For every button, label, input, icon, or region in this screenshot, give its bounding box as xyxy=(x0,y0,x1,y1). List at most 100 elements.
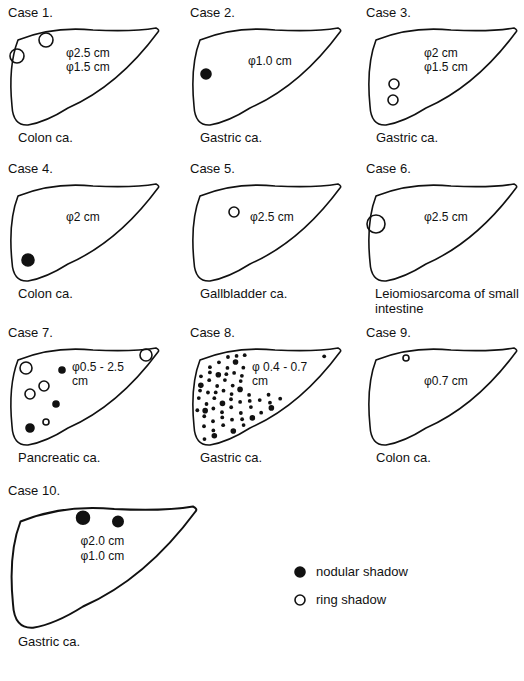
diagnosis-label: Gallbladder ca. xyxy=(200,286,287,301)
ring-shadow xyxy=(389,79,399,89)
nodular-shadow xyxy=(237,387,243,393)
nodular-shadow xyxy=(239,411,243,415)
ring-shadow xyxy=(10,49,24,63)
nodular-shadow xyxy=(206,391,210,395)
nodular-shadow xyxy=(211,419,215,423)
nodular-shadow xyxy=(220,401,226,407)
ring-shadow xyxy=(140,349,152,361)
ring-shadow xyxy=(229,207,239,217)
nodular-shadow xyxy=(231,384,235,388)
nodular-shadow xyxy=(233,359,239,365)
nodular-shadow xyxy=(59,367,65,373)
nodular-shadow xyxy=(267,393,271,397)
size-label: φ0.7 cm xyxy=(424,374,468,388)
legend-symbol xyxy=(295,567,305,577)
diagnosis-label: Colon ca. xyxy=(18,286,73,301)
case-label: Case 1. xyxy=(8,5,53,20)
nodular-shadow xyxy=(77,512,90,525)
diagnosis-label: Gastric ca. xyxy=(200,130,262,145)
legend-text: nodular shadow xyxy=(316,564,408,579)
case-label: Case 9. xyxy=(366,325,411,340)
case-label: Case 10. xyxy=(8,483,60,498)
size-label: φ2.0 cm xyxy=(81,534,125,548)
liver-outline xyxy=(193,184,341,281)
liver-panel xyxy=(193,348,341,445)
nodular-shadow xyxy=(215,384,219,388)
nodular-shadow xyxy=(322,354,326,358)
nodular-shadow xyxy=(208,370,212,374)
nodular-shadow xyxy=(202,408,208,414)
nodular-shadow xyxy=(202,424,206,428)
nodular-shadow xyxy=(22,254,34,266)
size-label: φ2.5 cm xyxy=(250,210,294,224)
diagnosis-label: Gastric ca. xyxy=(18,634,80,649)
size-label: φ1.0 cm xyxy=(81,549,125,563)
nodular-shadow xyxy=(211,407,215,411)
nodular-shadow xyxy=(243,353,247,357)
ring-shadow xyxy=(25,389,35,399)
ring-shadow xyxy=(39,33,53,47)
nodular-shadow xyxy=(195,408,199,412)
diagnosis-label: Colon ca. xyxy=(18,130,73,145)
liver-panel xyxy=(367,184,517,281)
case-label: Case 4. xyxy=(8,161,53,176)
liver-outline xyxy=(12,507,197,628)
nodular-shadow xyxy=(249,405,253,409)
nodular-shadow xyxy=(201,69,211,79)
liver-panel xyxy=(369,28,517,125)
ring-shadow xyxy=(39,381,49,391)
nodular-shadow xyxy=(211,428,215,432)
nodular-shadow xyxy=(259,411,263,415)
legend-symbol xyxy=(295,595,305,605)
liver-panel xyxy=(369,348,517,445)
nodular-shadow xyxy=(199,374,203,378)
nodular-shadow xyxy=(197,396,201,400)
size-label: φ2.5 cm xyxy=(424,210,468,224)
case-label: Case 5. xyxy=(190,161,235,176)
nodular-shadow xyxy=(212,396,216,400)
nodular-shadow xyxy=(224,372,228,376)
size-label: φ0.5 - 2.5 cm xyxy=(72,360,138,388)
nodular-shadow xyxy=(248,399,252,403)
liver-panel xyxy=(12,507,197,628)
nodular-shadow xyxy=(238,400,242,404)
nodular-shadow xyxy=(220,416,224,420)
nodular-shadow xyxy=(203,437,207,441)
liver-outline xyxy=(193,28,341,125)
diagnosis-label: Leiomiosarcoma of small intestine xyxy=(375,286,520,316)
nodular-shadow xyxy=(216,372,222,378)
size-label: φ1.0 cm xyxy=(248,54,292,68)
nodular-shadow xyxy=(198,389,202,393)
nodular-shadow xyxy=(205,402,209,406)
nodular-shadow xyxy=(268,401,272,405)
nodular-shadow xyxy=(202,414,206,418)
diagnosis-label: Gastric ca. xyxy=(200,450,262,465)
nodular-shadow xyxy=(240,417,244,421)
ring-shadow xyxy=(388,95,398,105)
liver-panel xyxy=(10,28,159,125)
liver-outline xyxy=(11,184,159,281)
nodular-shadow xyxy=(278,397,282,401)
nodular-shadow xyxy=(229,397,233,401)
nodular-shadow xyxy=(239,379,243,383)
liver-outline xyxy=(11,348,159,445)
nodular-shadow xyxy=(258,398,262,402)
size-label: φ2 cm xyxy=(424,46,458,60)
liver-panel xyxy=(193,184,341,281)
nodular-shadow xyxy=(240,374,244,378)
liver-outline xyxy=(369,28,517,125)
nodular-shadow xyxy=(217,360,221,364)
nodular-shadow xyxy=(235,354,239,358)
nodular-shadow xyxy=(229,405,233,409)
nodular-shadow xyxy=(207,378,211,382)
nodular-shadow xyxy=(250,415,256,421)
case-label: Case 2. xyxy=(190,5,235,20)
case-label: Case 3. xyxy=(366,5,411,20)
diagnosis-label: Colon ca. xyxy=(376,450,431,465)
size-label: φ2.5 cm xyxy=(66,46,110,60)
liver-outline xyxy=(369,184,517,281)
liver-panel xyxy=(11,348,159,445)
nodular-shadow xyxy=(220,410,224,414)
nodular-shadow xyxy=(113,517,123,527)
case-label: Case 8. xyxy=(190,325,235,340)
